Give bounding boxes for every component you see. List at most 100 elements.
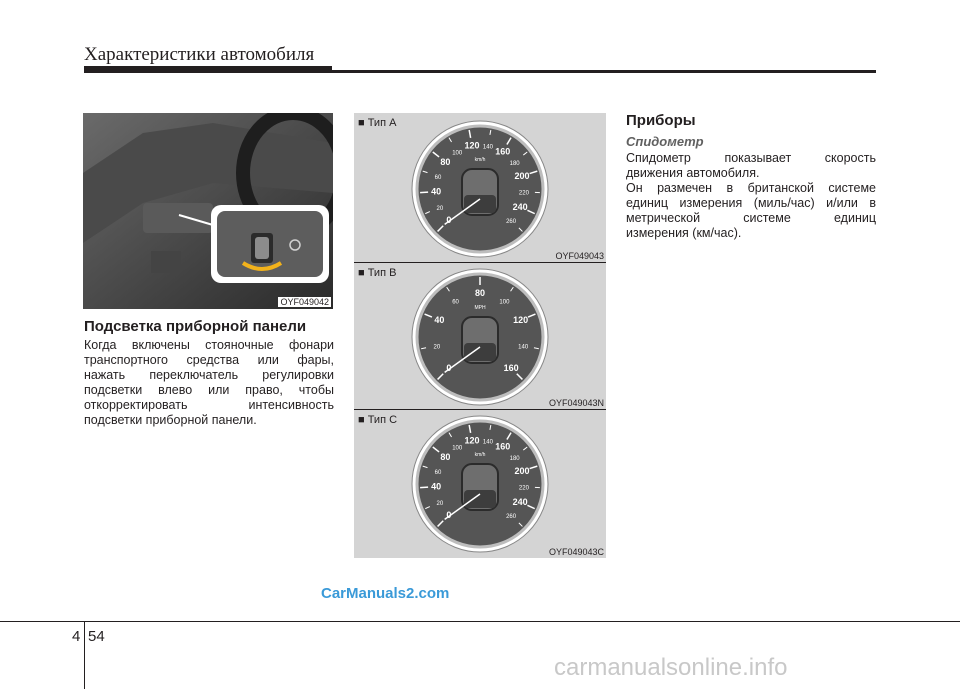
gauge-tick-label: 100 — [499, 299, 510, 305]
gauge-unit-label: km/h — [475, 157, 486, 163]
gauge-tick-label: 160 — [495, 146, 510, 156]
gauge-tick — [516, 373, 523, 380]
gauge-tick — [506, 137, 512, 145]
gauge-tick — [533, 347, 539, 350]
gauge-tick — [448, 137, 452, 143]
gauge-tick — [522, 151, 528, 156]
gauge-tick — [437, 520, 444, 527]
gauge-tick — [421, 347, 427, 350]
gauge-tick — [529, 170, 538, 175]
gauge-tick — [468, 424, 472, 433]
gauge-tick — [506, 432, 512, 440]
gauge-needle — [444, 198, 481, 225]
gauge-tick — [432, 151, 440, 158]
gauge-tick-label: 100 — [452, 445, 463, 451]
gauge-tick-label: 180 — [510, 456, 521, 462]
gauge-tick-label: 220 — [519, 486, 530, 492]
page-number: 54 — [88, 628, 105, 645]
gauge-tick-label: 260 — [506, 219, 517, 225]
gauge-tick — [422, 465, 428, 469]
gauge-tick — [425, 211, 431, 215]
gauge-tick — [527, 209, 536, 215]
gauge-type-label: ■ Тип B — [358, 267, 397, 279]
gauge-tick — [448, 432, 452, 438]
gauge-tick-label: 220 — [519, 191, 530, 197]
paragraph-line: Когда включены стояночные фонари — [84, 338, 334, 352]
gauge-tick-label: 0 — [446, 215, 451, 225]
gauge-tick — [522, 446, 528, 451]
gauge-tick — [424, 313, 433, 318]
gauge-tick-label: 20 — [434, 345, 441, 351]
gauge-tick-label: 40 — [431, 187, 441, 197]
gauge-tick-label: 20 — [437, 501, 444, 507]
gauge-code: OYF049043N — [548, 398, 604, 408]
gauge-tick-label: 120 — [465, 141, 480, 151]
gauge-tick-label: 80 — [440, 452, 450, 462]
panel-divider — [354, 262, 606, 263]
gauge-tick-label: 0 — [446, 363, 451, 373]
paragraph-line: единиц измерения (миль/час) и/или в — [626, 196, 876, 210]
paragraph-line: подсветки приборной панели. — [84, 413, 257, 427]
footer-rule — [0, 621, 960, 622]
dashboard-photo: OYF049042 — [83, 113, 333, 309]
illumination-paragraph: Когда включены стояночные фонари транспо… — [84, 338, 334, 428]
gauge-tick-label: 20 — [437, 206, 444, 212]
gauge-tick-label: 240 — [513, 497, 528, 507]
gauge-code: OYF049043 — [555, 251, 604, 261]
gauge-tick-label: 120 — [513, 315, 528, 325]
gauge-tick-label: 120 — [465, 436, 480, 446]
gauge-display-lower — [464, 490, 496, 508]
gauge-tick-label: 140 — [483, 440, 494, 446]
gauge-display-lower — [464, 195, 496, 213]
gauge-tick-label: 40 — [431, 482, 441, 492]
paragraph-line: метрической системе единиц — [626, 211, 876, 225]
gauge-unit-label: km/h — [475, 452, 486, 458]
gauge-tick — [527, 313, 536, 318]
gauge-needle — [444, 493, 481, 520]
speedometer-paragraph: Спидометр показывает скорость движения а… — [626, 151, 876, 241]
gauge-tick-label: 160 — [504, 363, 519, 373]
paragraph-line: откорректировать интенсивность — [84, 398, 334, 412]
gauge-type-label: ■ Тип C — [358, 414, 398, 426]
gauge-tick-label: 160 — [495, 441, 510, 451]
watermark-link[interactable]: CarManuals2.com — [321, 585, 450, 602]
page-header-title: Характеристики автомобиля — [84, 44, 315, 65]
paragraph-line: движения автомобиля. — [626, 166, 760, 180]
footer-divider — [84, 621, 85, 689]
gauge-code: OYF049043C — [548, 547, 604, 557]
gauge-tick-label: 100 — [452, 150, 463, 156]
gauge-tick-label: 0 — [446, 510, 451, 520]
gauge-tick-label: 200 — [514, 171, 529, 181]
gauge-tick — [437, 225, 444, 232]
gauge-unit-label: MPH — [474, 305, 486, 311]
gauge-tick-label: 140 — [483, 145, 494, 151]
gauge-tick — [422, 170, 428, 174]
gauge-tick — [468, 129, 472, 138]
gauge-tick-label: 60 — [435, 470, 442, 476]
chapter-number: 4 — [72, 628, 81, 645]
section-title-gauges: Приборы — [626, 112, 696, 129]
paragraph-line: Спидометр показывает скорость — [626, 151, 876, 165]
dashboard-illustration — [83, 113, 333, 309]
subsection-title-speedometer: Спидометр — [626, 134, 704, 149]
gauge-tick-label: 140 — [518, 345, 529, 351]
gauge-tick — [529, 465, 538, 470]
panel-divider — [354, 409, 606, 410]
gauge-type-label: ■ Тип A — [358, 117, 397, 129]
gauge-tick-label: 180 — [510, 161, 521, 167]
photo-code: OYF049042 — [278, 297, 331, 307]
gauge-tick — [527, 504, 536, 510]
gauge-tick-label: 260 — [506, 514, 517, 520]
section-title-illumination: Подсветка приборной панели — [84, 318, 307, 335]
gauge-tick-label: 40 — [434, 315, 444, 325]
paragraph-line: подсветки влево или право, чтобы — [84, 383, 334, 397]
header-rule-accent — [84, 66, 332, 71]
gauge-tick — [510, 286, 514, 292]
gauge-display-lower — [464, 343, 496, 361]
gauge-tick-label: 240 — [513, 202, 528, 212]
gauge-tick — [425, 506, 431, 510]
